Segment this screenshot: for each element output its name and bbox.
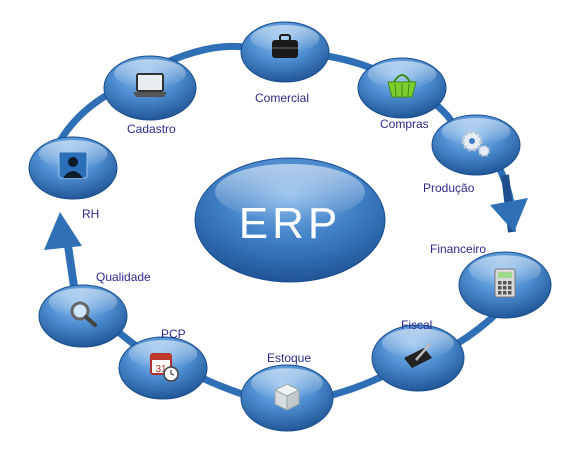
node-fiscal <box>371 324 465 392</box>
erp-center-node: ERP <box>194 157 386 283</box>
boxes-icon <box>273 383 301 411</box>
node-cadastro <box>103 55 197 121</box>
node-compras <box>357 57 447 119</box>
gears-icon <box>461 130 490 157</box>
node-financeiro <box>458 251 552 319</box>
label-compras: Compras <box>380 117 429 131</box>
node-estoque <box>240 364 334 432</box>
label-producao: Produção <box>423 181 475 195</box>
node-producao <box>431 114 521 176</box>
label-fiscal: Fiscal <box>401 318 433 332</box>
node-qualidade <box>38 284 128 348</box>
label-cadastro: Cadastro <box>127 122 176 136</box>
erp-title: ERP <box>239 199 341 248</box>
arrow-producao-financeiro <box>490 174 528 233</box>
briefcase-icon <box>272 34 298 58</box>
label-financeiro: Financeiro <box>430 242 487 256</box>
pen-folder-icon <box>404 343 432 368</box>
shopping-basket-icon <box>387 74 417 98</box>
calendar-clock-icon: 31 <box>150 353 179 382</box>
magnifier-icon <box>70 301 97 327</box>
node-pcp: 31 <box>118 336 208 400</box>
label-rh: RH <box>82 207 100 221</box>
node-rh <box>28 136 118 200</box>
label-comercial: Comercial <box>255 91 310 105</box>
label-estoque: Estoque <box>267 351 312 365</box>
laptop-icon <box>133 73 167 97</box>
module-nodes: 31 <box>28 21 552 432</box>
people-icon <box>58 151 88 179</box>
node-comercial <box>240 21 330 83</box>
svg-text:31: 31 <box>155 364 167 375</box>
calculator-icon <box>494 268 516 298</box>
label-qualidade: Qualidade <box>96 270 151 284</box>
label-pcp: PCP <box>161 327 186 341</box>
